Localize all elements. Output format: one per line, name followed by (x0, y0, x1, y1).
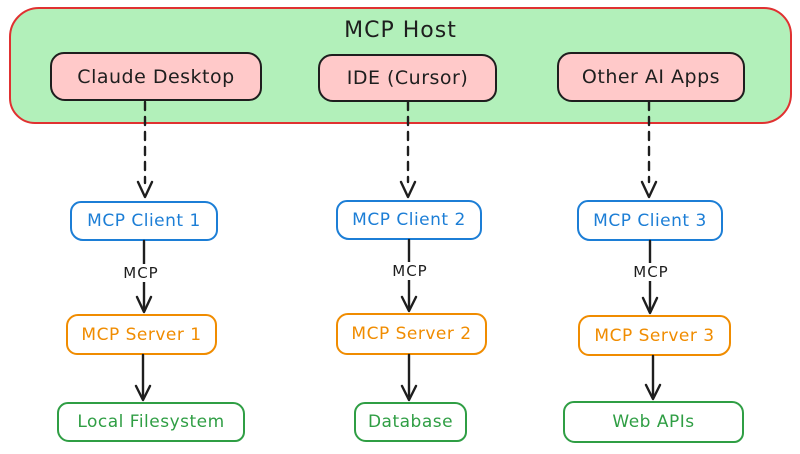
resource-box-database: Database (354, 402, 467, 442)
arrow-server-to-resource-1 (134, 353, 152, 402)
protocol-label-2: MCP (388, 262, 432, 280)
app-box-ide-cursor: IDE (Cursor) (318, 54, 497, 102)
resource-box-local-filesystem: Local Filesystem (57, 402, 245, 442)
client-box-2: MCP Client 2 (336, 200, 482, 240)
app-box-other-ai-apps: Other AI Apps (557, 52, 745, 102)
server-box-1: MCP Server 1 (66, 314, 217, 355)
arrow-server-to-resource-2 (400, 353, 418, 402)
arrow-server-to-resource-3 (644, 354, 662, 401)
host-title: MCP Host (344, 18, 457, 43)
client-box-1: MCP Client 1 (70, 201, 218, 241)
server-box-2: MCP Server 2 (336, 313, 487, 355)
server-box-3: MCP Server 3 (578, 315, 731, 356)
resource-box-web-apis: Web APIs (563, 401, 744, 443)
app-box-claude-desktop: Claude Desktop (50, 52, 262, 101)
protocol-label-1: MCP (119, 264, 163, 282)
client-box-3: MCP Client 3 (577, 200, 723, 241)
protocol-label-3: MCP (629, 263, 673, 281)
